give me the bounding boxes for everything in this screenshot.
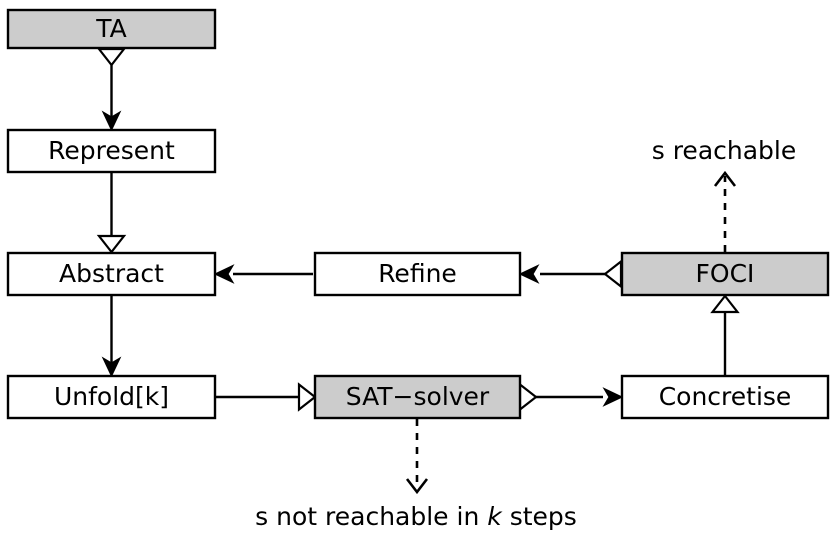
edge-sat-to-s-not-reachable — [405, 419, 429, 495]
node-unfold[interactable]: Unfold[k] — [6, 374, 217, 420]
node-represent-box[interactable] — [6, 128, 217, 174]
edge-sat-to-concretise — [518, 382, 624, 412]
node-ta-label: TA — [95, 14, 126, 43]
edge-ta-to-represent — [96, 47, 127, 132]
node-unfold-box[interactable] — [6, 374, 217, 420]
node-foci-box[interactable] — [620, 251, 830, 297]
node-unfold-label: Unfold[k] — [54, 382, 169, 411]
edge-refine-to-abstract — [213, 264, 313, 284]
solid-arrow-head-icon — [602, 387, 624, 407]
node-ta[interactable]: TA — [6, 8, 217, 50]
node-sat-solver-box[interactable] — [313, 374, 522, 420]
open-triangle-head-icon — [96, 234, 127, 254]
solid-arrow-head-icon — [213, 264, 235, 284]
label-s-not-reachable: s not reachable in k steps — [255, 502, 577, 531]
node-ta-box[interactable] — [6, 8, 217, 50]
edge-unfold-to-sat — [215, 382, 317, 412]
open-triangle-tail-icon — [96, 47, 127, 67]
node-represent[interactable]: Represent — [6, 128, 217, 174]
node-foci[interactable]: FOCI — [620, 251, 830, 297]
open-triangle-tail-icon — [518, 382, 538, 412]
edge-foci-to-refine — [518, 259, 623, 289]
stealth-arrow-head-icon — [713, 170, 737, 187]
node-abstract-label: Abstract — [59, 259, 164, 288]
node-concretise[interactable]: Concretise — [620, 374, 830, 420]
open-triangle-head-icon — [710, 294, 740, 314]
node-sat-solver[interactable]: SAT−solver — [313, 374, 522, 420]
solid-arrow-head-icon — [101, 110, 122, 132]
solid-arrow-head-icon — [518, 264, 540, 284]
edge-abstract-to-unfold — [101, 295, 122, 378]
node-concretise-label: Concretise — [659, 382, 792, 411]
solid-arrow-head-icon — [101, 356, 122, 378]
edge-concretise-to-foci — [710, 294, 740, 376]
label-s-not-reachable-part-1: s not reachable in — [255, 502, 487, 531]
stealth-arrow-head-icon — [405, 478, 429, 495]
open-triangle-head-icon — [297, 382, 317, 412]
node-refine-label: Refine — [378, 259, 457, 288]
label-s-reachable: s reachable — [652, 136, 797, 165]
node-represent-label: Represent — [48, 136, 175, 165]
node-sat-solver-label: SAT−solver — [346, 382, 490, 411]
edge-foci-to-s-reachable — [713, 170, 737, 252]
label-s-not-reachable-part-k: k — [487, 502, 503, 531]
open-triangle-tail-icon — [603, 259, 623, 289]
edge-represent-to-abstract — [96, 172, 127, 254]
node-refine-box[interactable] — [313, 251, 522, 297]
label-s-not-reachable-part-3: steps — [502, 502, 577, 531]
node-abstract[interactable]: Abstract — [6, 251, 217, 297]
node-abstract-box[interactable] — [6, 251, 217, 297]
node-foci-label: FOCI — [696, 259, 755, 288]
node-concretise-box[interactable] — [620, 374, 830, 420]
node-refine[interactable]: Refine — [313, 251, 522, 297]
